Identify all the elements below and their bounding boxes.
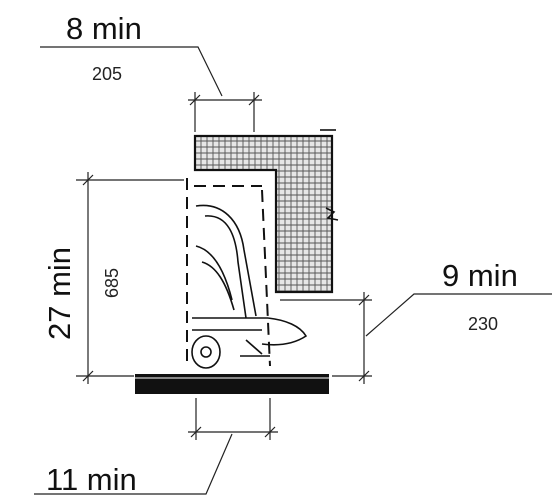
dim-height-label: 27 min — [42, 247, 77, 340]
dimension-right: 9 min 230 — [280, 258, 552, 384]
dimension-height: 27 min 685 — [42, 172, 184, 384]
clearance-outline — [186, 178, 271, 368]
countertop-section — [193, 129, 339, 294]
dim-right-metric: 230 — [468, 314, 498, 334]
floor-slab — [128, 374, 336, 394]
dim-right-label: 9 min — [442, 258, 518, 293]
dim-top-metric: 205 — [92, 64, 122, 84]
dimension-bottom: 11 min — [34, 398, 278, 497]
dim-bottom-label: 11 min — [46, 462, 137, 497]
dim-top-label: 8 min — [66, 11, 142, 46]
wheelchair-footrest — [191, 204, 308, 369]
dimension-top: 8 min 205 — [40, 11, 262, 132]
dim-height-metric: 685 — [102, 268, 122, 298]
